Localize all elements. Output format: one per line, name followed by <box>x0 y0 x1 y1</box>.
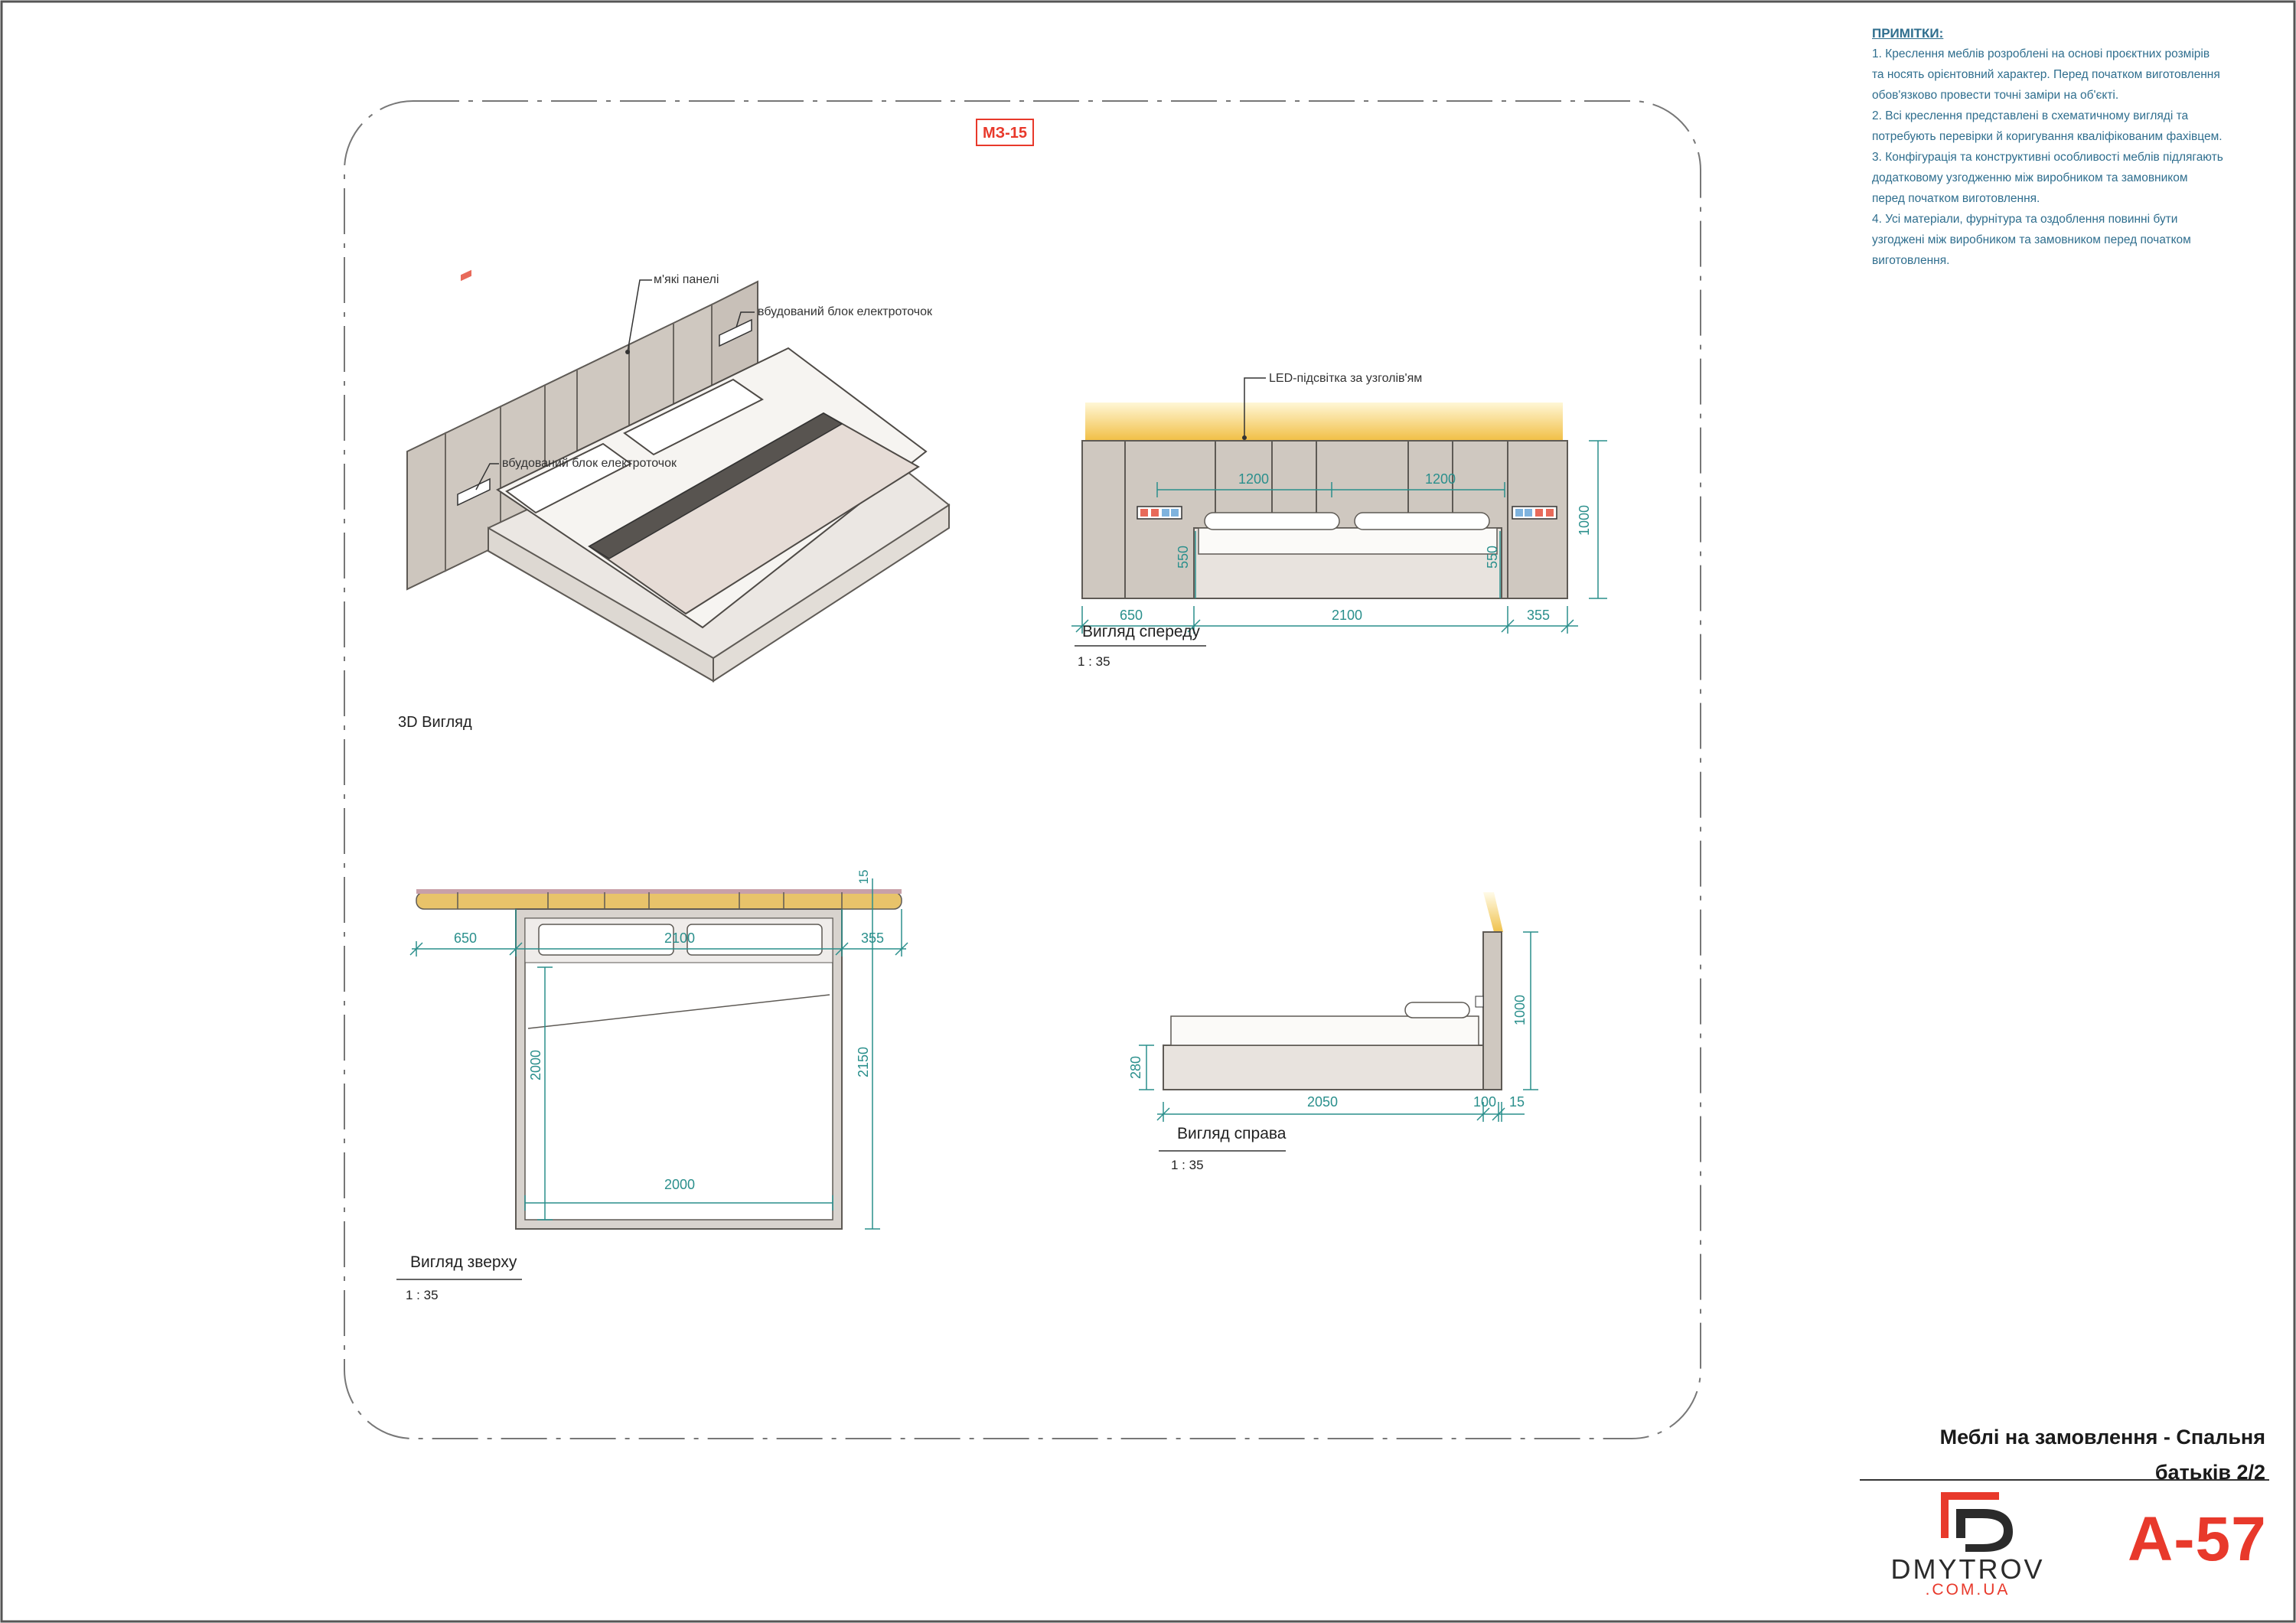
top-dim-depth-top: 15 <box>856 870 871 885</box>
top-dim-w-right: 355 <box>861 930 884 946</box>
side-led <box>1483 892 1503 932</box>
note-line: додатковому узгодженню між виробником та… <box>1872 171 2188 184</box>
note-line: обов'язково провести точні заміри на об'… <box>1872 89 2119 102</box>
iso-label-outlet-left: вбудований блок електроточок <box>502 457 677 470</box>
note-line: 3. Конфігурація та конструктивні особлив… <box>1872 151 2223 164</box>
title-block: Меблі на замовлення - Спальня батьків 2/… <box>1867 1419 2265 1490</box>
note-line: 4. Усі матеріали, фурнітура та оздобленн… <box>1872 213 2178 226</box>
iso-view: м'які панелі вбудований блок електроточо… <box>398 269 951 731</box>
front-view-title: Вигляд спереду <box>1082 623 1200 640</box>
side-dim-h-base: 280 <box>1128 1056 1143 1079</box>
side-dim-h-head: 1000 <box>1512 995 1528 1025</box>
led-strip <box>1085 402 1563 441</box>
note-line: потребують перевірки й коригування квалі… <box>1872 130 2223 143</box>
top-dim-w-head: 2100 <box>664 930 695 946</box>
front-dim-w-left: 650 <box>1120 608 1143 623</box>
top-view: 650 2100 355 15 2000 2150 2000 Вигляд зв… <box>396 870 908 1302</box>
side-dim-panel: 15 <box>1509 1094 1525 1110</box>
front-label-led: LED-підсвітка за узголів'ям <box>1269 372 1422 385</box>
front-outlet-left <box>1137 506 1182 520</box>
front-dim-outlet-h-left: 550 <box>1176 546 1191 569</box>
top-dim-w-mattress: 2000 <box>664 1177 695 1192</box>
front-dim-w-bed: 2100 <box>1332 608 1362 623</box>
top-dim-len-total: 2150 <box>856 1047 871 1077</box>
title-line-2: батьків 2/2 <box>2154 1461 2265 1484</box>
iso-label-outlet-right: вбудований блок електроточок <box>758 305 933 318</box>
title-line-1: Меблі на замовлення - Спальня <box>1939 1426 2265 1449</box>
front-dim-outlet-h-right: 550 <box>1485 546 1500 569</box>
notes-panel: ПРИМІТКИ: 1. Креслення меблів розроблені… <box>1872 23 2285 271</box>
note-line: перед початком виготовлення. <box>1872 192 2040 205</box>
front-dim-h-total: 1000 <box>1577 505 1592 536</box>
top-dim-w-left: 650 <box>454 930 477 946</box>
iso-label-panels: м'які панелі <box>654 273 719 286</box>
iso-outlet-right <box>719 318 752 347</box>
brand-logo <box>1941 1492 2013 1552</box>
sheet-number: A-57 <box>2128 1504 2267 1574</box>
drawing-frame <box>344 100 1701 1439</box>
iso-view-title: 3D Вигляд <box>398 714 472 731</box>
side-view-title: Вигляд справа <box>1177 1125 1287 1142</box>
note-line: 2. Всі креслення представлені в схематич… <box>1872 109 2189 122</box>
side-view-scale: 1 : 35 <box>1171 1158 1204 1172</box>
notes-title: ПРИМІТКИ: <box>1872 26 1944 41</box>
top-view-title: Вигляд зверху <box>410 1253 517 1271</box>
top-dim-len-mattress: 2000 <box>528 1050 543 1080</box>
side-dim-head-depth: 100 <box>1473 1094 1496 1110</box>
drawing-code-tag: МЗ-15 <box>976 119 1034 146</box>
note-line: виготовлення. <box>1872 254 1950 267</box>
front-outlet-right <box>1512 506 1557 520</box>
brand-domain: .COM.UA <box>1925 1581 2011 1599</box>
front-dim-pillow-right: 1200 <box>1425 471 1456 487</box>
side-dim-len: 2050 <box>1307 1094 1338 1110</box>
front-dim-pillow-left: 1200 <box>1238 471 1269 487</box>
brand-name: DMYTROV <box>1890 1553 2045 1585</box>
side-view: 280 1000 2050 100 15 Вигляд справа 1 : 3… <box>1128 892 1538 1172</box>
note-line: 1. Креслення меблів розроблені на основі… <box>1872 47 2210 60</box>
note-line: узгоджені між виробником та замовником п… <box>1872 233 2191 246</box>
top-view-scale: 1 : 35 <box>406 1288 439 1302</box>
front-view: LED-підсвітка за узголів'ям 650 2100 355… <box>1071 372 1607 669</box>
note-line: та носять орієнтовний характер. Перед по… <box>1872 68 2220 81</box>
front-view-scale: 1 : 35 <box>1078 654 1110 669</box>
front-dim-w-right: 355 <box>1527 608 1550 623</box>
drawing-code: МЗ-15 <box>983 125 1027 142</box>
